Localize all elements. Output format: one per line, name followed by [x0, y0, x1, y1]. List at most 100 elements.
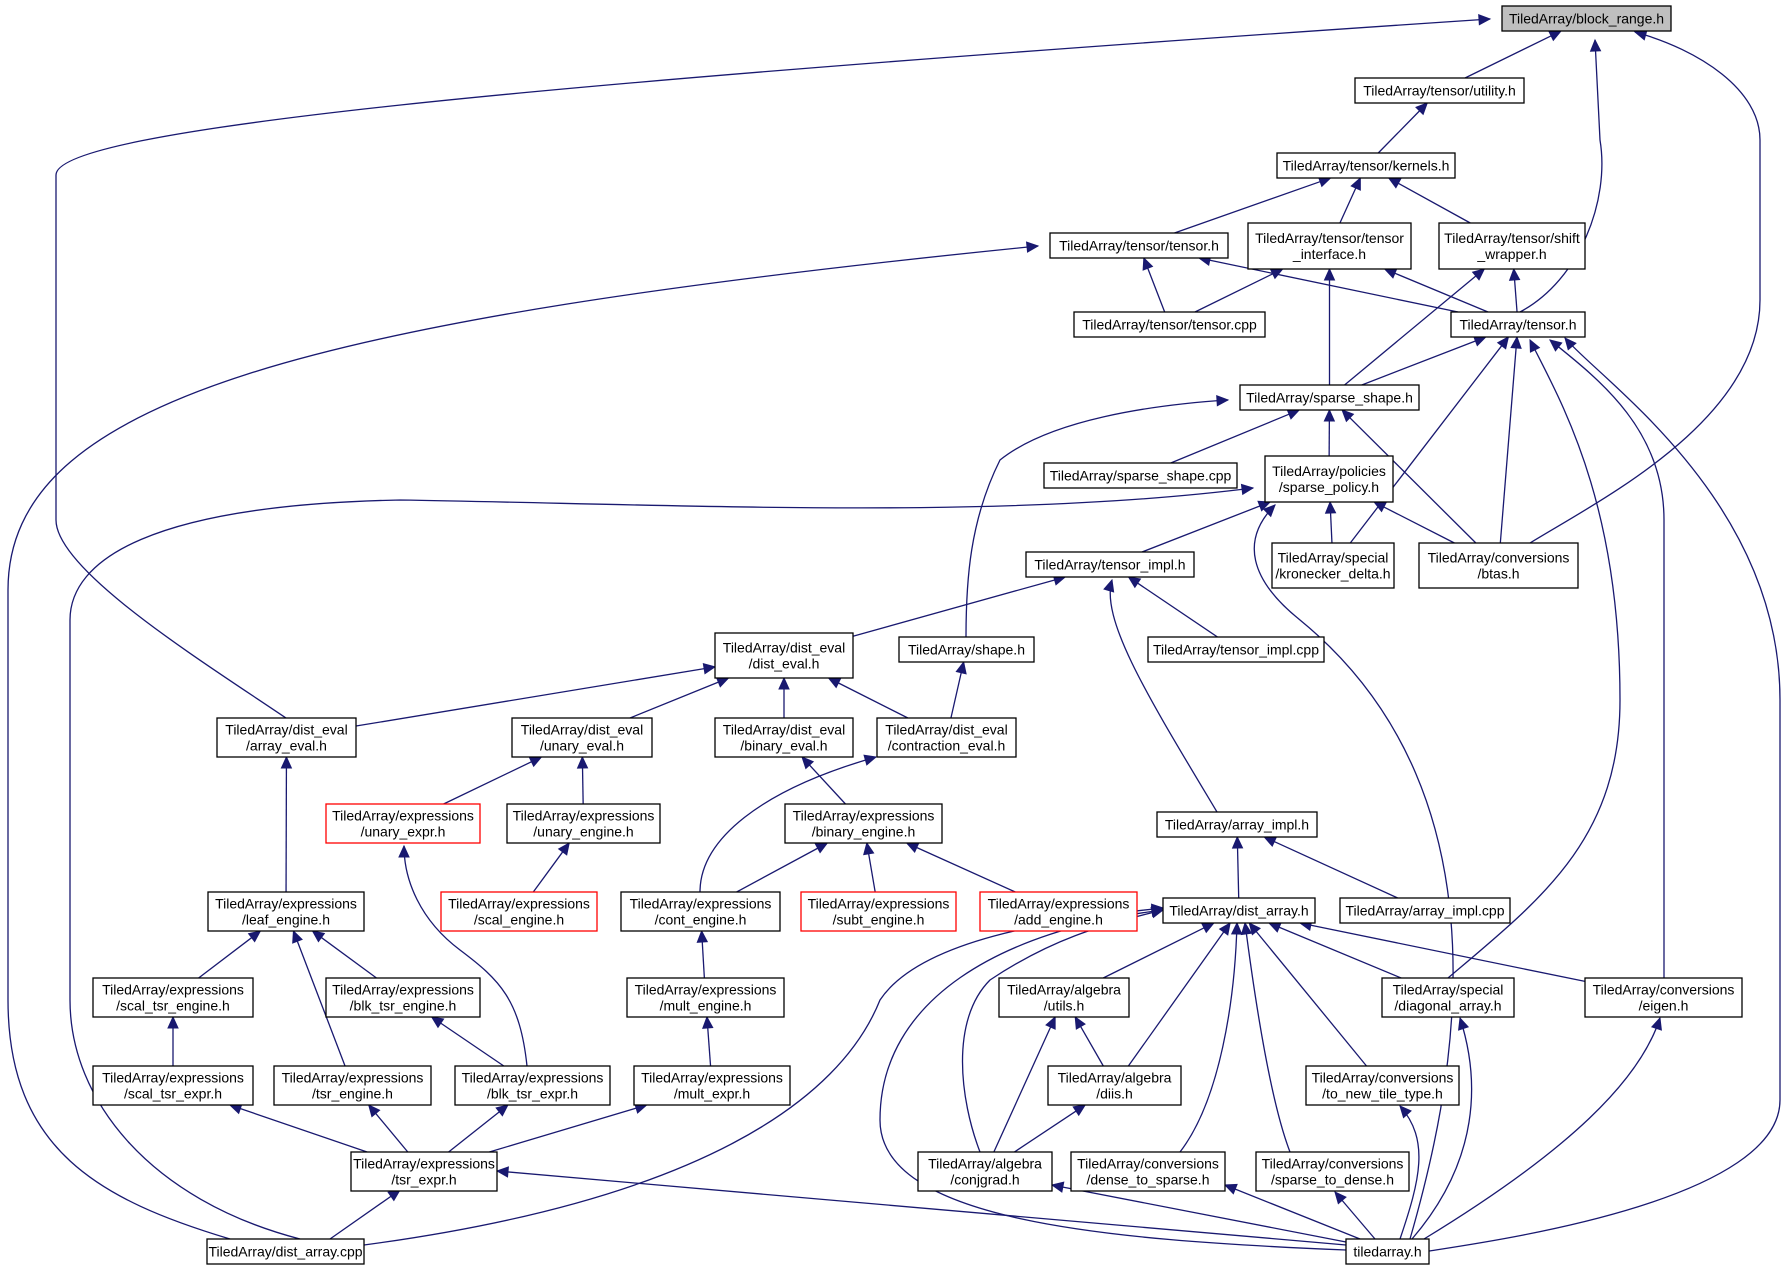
node-tensor-tensor-cpp[interactable]: TiledArray/tensor/tensor.cpp [1073, 311, 1266, 338]
node-mult-expr[interactable]: TiledArray/expressions/mult_expr.h [633, 1065, 791, 1106]
node-box[interactable] [979, 891, 1138, 932]
node-box[interactable] [1049, 232, 1229, 259]
node-subt-engine[interactable]: TiledArray/expressions/subt_engine.h [800, 891, 957, 932]
node-eigen[interactable]: TiledArray/conversions/eigen.h [1584, 977, 1743, 1018]
node-shift-wrapper[interactable]: TiledArray/tensor/shift_wrapper.h [1438, 222, 1586, 270]
node-box[interactable] [1438, 222, 1586, 270]
node-box[interactable] [1255, 1151, 1410, 1192]
node-box[interactable] [917, 1151, 1053, 1192]
node-box[interactable] [1247, 222, 1412, 270]
node-dist-array-h[interactable]: TiledArray/dist_array.h [1162, 897, 1316, 924]
node-box[interactable] [626, 977, 785, 1018]
node-sparse-shape-cpp[interactable]: TiledArray/sparse_shape.cpp [1043, 462, 1238, 489]
node-box[interactable] [92, 1065, 254, 1106]
node-array-impl-h[interactable]: TiledArray/array_impl.h [1156, 811, 1318, 838]
node-box[interactable] [800, 891, 957, 932]
node-dist-array-cpp[interactable]: TiledArray/dist_array.cpp [206, 1238, 365, 1265]
node-box[interactable] [1305, 1065, 1460, 1106]
node-box[interactable] [92, 977, 254, 1018]
node-box[interactable] [454, 1065, 611, 1106]
node-box[interactable] [714, 717, 854, 758]
node-sparse-policy[interactable]: TiledArray/policies/sparse_policy.h [1264, 455, 1394, 503]
node-box[interactable] [1162, 897, 1316, 924]
node-box[interactable] [506, 803, 661, 844]
node-box[interactable] [1276, 152, 1456, 179]
node-tensor-utility[interactable]: TiledArray/tensor/utility.h [1354, 77, 1525, 104]
node-box[interactable] [350, 1151, 498, 1192]
node-box[interactable] [1339, 897, 1511, 924]
node-sparse-to-dense[interactable]: TiledArray/conversions/sparse_to_dense.h [1255, 1151, 1410, 1192]
node-blk-tsr-engine[interactable]: TiledArray/expressions/blk_tsr_engine.h [325, 977, 481, 1018]
node-box[interactable] [898, 636, 1035, 663]
node-dist-eval[interactable]: TiledArray/dist_eval/dist_eval.h [714, 632, 854, 679]
node-to-new-tile-type[interactable]: TiledArray/conversions/to_new_tile_type.… [1305, 1065, 1460, 1106]
node-box[interactable] [206, 1238, 365, 1265]
node-box[interactable] [1147, 636, 1325, 663]
node-array-impl-cpp[interactable]: TiledArray/array_impl.cpp [1339, 897, 1511, 924]
node-binary-engine[interactable]: TiledArray/expressions/binary_engine.h [784, 803, 943, 844]
node-conjgrad[interactable]: TiledArray/algebra/conjgrad.h [917, 1151, 1053, 1192]
node-tensor-impl-h[interactable]: TiledArray/tensor_impl.h [1025, 551, 1195, 578]
node-tensor-kernels[interactable]: TiledArray/tensor/kernels.h [1276, 152, 1456, 179]
node-dense-to-sparse[interactable]: TiledArray/conversions/dense_to_sparse.h [1070, 1151, 1226, 1192]
node-box[interactable] [325, 803, 481, 844]
node-box[interactable] [1264, 455, 1394, 503]
node-kronecker-delta[interactable]: TiledArray/special/kronecker_delta.h [1271, 542, 1395, 589]
node-box[interactable] [1584, 977, 1743, 1018]
node-diagonal-array[interactable]: TiledArray/special/diagonal_array.h [1381, 977, 1515, 1018]
node-box[interactable] [207, 891, 365, 932]
node-box[interactable] [876, 717, 1017, 758]
node-box[interactable] [440, 891, 598, 932]
node-binary-eval[interactable]: TiledArray/dist_eval/binary_eval.h [714, 717, 854, 758]
node-array-eval[interactable]: TiledArray/dist_eval/array_eval.h [216, 717, 357, 758]
node-box[interactable] [1418, 542, 1579, 589]
node-scal-tsr-engine[interactable]: TiledArray/expressions/scal_tsr_engine.h [92, 977, 254, 1018]
node-box[interactable] [1239, 384, 1420, 411]
node-box[interactable] [633, 1065, 791, 1106]
node-box[interactable] [273, 1065, 432, 1106]
node-box[interactable] [1025, 551, 1195, 578]
node-leaf-engine[interactable]: TiledArray/expressions/leaf_engine.h [207, 891, 365, 932]
node-diis[interactable]: TiledArray/algebra/diis.h [1047, 1065, 1182, 1106]
node-box[interactable] [1381, 977, 1515, 1018]
node-scal-tsr-expr[interactable]: TiledArray/expressions/scal_tsr_expr.h [92, 1065, 254, 1106]
node-box[interactable] [216, 717, 357, 758]
node-contraction-eval[interactable]: TiledArray/dist_eval/contraction_eval.h [876, 717, 1017, 758]
node-box[interactable] [784, 803, 943, 844]
node-block-range[interactable]: TiledArray/block_range.h [1501, 5, 1672, 32]
node-box[interactable] [1450, 311, 1586, 338]
node-box[interactable] [1501, 5, 1672, 32]
node-box[interactable] [325, 977, 481, 1018]
node-cont-engine[interactable]: TiledArray/expressions/cont_engine.h [620, 891, 781, 932]
node-tsr-engine[interactable]: TiledArray/expressions/tsr_engine.h [273, 1065, 432, 1106]
node-unary-eval[interactable]: TiledArray/dist_eval/unary_eval.h [511, 717, 653, 758]
node-tensor-interface[interactable]: TiledArray/tensor/tensor_interface.h [1247, 222, 1412, 270]
node-box[interactable] [1043, 462, 1238, 489]
node-box[interactable] [998, 977, 1130, 1018]
node-shape-h[interactable]: TiledArray/shape.h [898, 636, 1035, 663]
node-tensor-tensor-h[interactable]: TiledArray/tensor/tensor.h [1049, 232, 1229, 259]
node-algebra-utils[interactable]: TiledArray/algebra/utils.h [998, 977, 1130, 1018]
node-scal-engine[interactable]: TiledArray/expressions/scal_engine.h [440, 891, 598, 932]
node-tensor-impl-cpp[interactable]: TiledArray/tensor_impl.cpp [1147, 636, 1325, 663]
node-box[interactable] [1156, 811, 1318, 838]
node-unary-expr[interactable]: TiledArray/expressions/unary_expr.h [325, 803, 481, 844]
node-blk-tsr-expr[interactable]: TiledArray/expressions/blk_tsr_expr.h [454, 1065, 611, 1106]
node-box[interactable] [1345, 1238, 1430, 1265]
node-tiledarray-h[interactable]: tiledarray.h [1345, 1238, 1430, 1265]
node-box[interactable] [1354, 77, 1525, 104]
node-sparse-shape-h[interactable]: TiledArray/sparse_shape.h [1239, 384, 1420, 411]
node-box[interactable] [511, 717, 653, 758]
node-box[interactable] [1070, 1151, 1226, 1192]
node-btas[interactable]: TiledArray/conversions/btas.h [1418, 542, 1579, 589]
node-add-engine[interactable]: TiledArray/expressions/add_engine.h [979, 891, 1138, 932]
node-box[interactable] [620, 891, 781, 932]
node-box[interactable] [1073, 311, 1266, 338]
node-unary-engine[interactable]: TiledArray/expressions/unary_engine.h [506, 803, 661, 844]
node-box[interactable] [1047, 1065, 1182, 1106]
node-tsr-expr[interactable]: TiledArray/expressions/tsr_expr.h [350, 1151, 498, 1192]
node-tensor-h[interactable]: TiledArray/tensor.h [1450, 311, 1586, 338]
node-box[interactable] [1271, 542, 1395, 589]
node-box[interactable] [714, 632, 854, 679]
node-mult-engine[interactable]: TiledArray/expressions/mult_engine.h [626, 977, 785, 1018]
